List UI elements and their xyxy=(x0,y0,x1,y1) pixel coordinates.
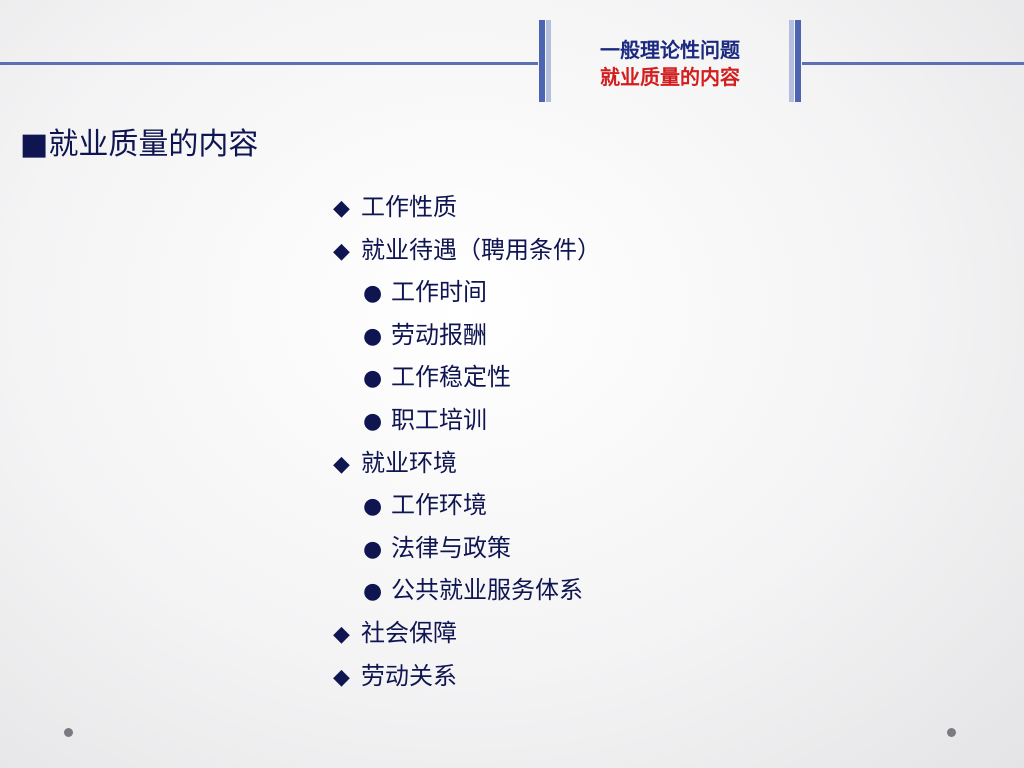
header-box: 一般理论性问题 就业质量的内容 xyxy=(556,37,784,91)
diamond-bullet-icon: ◆ xyxy=(333,196,350,221)
list-item-text: 职工培训 xyxy=(391,405,487,434)
list-item: ● 工作时间 xyxy=(333,271,601,314)
list-item-text: 工作稳定性 xyxy=(391,363,511,392)
list-item: ● 公共就业服务体系 xyxy=(333,569,601,612)
list-item-text: 工作时间 xyxy=(391,278,487,307)
list-item: ◆ 工作性质 xyxy=(333,186,601,229)
list-item-text: 法律与政策 xyxy=(391,533,511,562)
diamond-bullet-icon: ◆ xyxy=(333,451,350,477)
content-list: ◆ 工作性质 ◆ 就业待遇（聘用条件） ● 工作时间 ● 劳动报酬 ● 工作稳定性 ● 职工… xyxy=(333,186,601,697)
circle-bullet-icon: ● xyxy=(363,579,383,605)
list-item: ◆ 社会保障 xyxy=(333,612,601,655)
list-item: ● 劳动报酬 xyxy=(333,314,601,357)
header-rule-right xyxy=(802,62,1024,65)
header-bracket-left-outer xyxy=(539,20,545,102)
diamond-bullet-icon: ◆ xyxy=(333,664,350,690)
list-item: ● 职工培训 xyxy=(333,399,601,442)
header-rule-left xyxy=(0,62,538,65)
square-bullet-icon: ■ xyxy=(20,127,49,162)
circle-bullet-icon: ● xyxy=(363,281,383,307)
list-item-text: 公共就业服务体系 xyxy=(391,576,583,605)
list-item: ◆ 劳动关系 xyxy=(333,655,601,698)
list-item-text: 劳动报酬 xyxy=(391,320,487,349)
circle-bullet-icon: ● xyxy=(363,408,383,434)
header-title: 一般理论性问题 xyxy=(600,38,740,62)
circle-bullet-icon: ● xyxy=(363,536,383,562)
header-subtitle: 就业质量的内容 xyxy=(600,65,740,89)
list-item-text: 就业环境 xyxy=(361,448,457,477)
list-item-text: 工作环境 xyxy=(391,491,487,520)
circle-bullet-icon: ● xyxy=(363,494,383,520)
header-bracket-right-inner xyxy=(789,20,794,102)
list-item-text: 劳动关系 xyxy=(361,661,457,690)
list-item: ● 工作环境 xyxy=(333,484,601,527)
corner-dot-left xyxy=(64,728,73,737)
section-title-text: 就业质量的内容 xyxy=(48,127,259,162)
list-item-text: 就业待遇（聘用条件） xyxy=(361,235,601,264)
header-bracket-left-inner xyxy=(546,20,551,102)
section-title: ■就业质量的内容 xyxy=(20,125,258,165)
circle-bullet-icon: ● xyxy=(363,323,383,349)
list-item: ● 工作稳定性 xyxy=(333,356,601,399)
list-item: ◆ 就业环境 xyxy=(333,442,601,485)
list-item-text: 工作性质 xyxy=(361,193,457,221)
diamond-bullet-icon: ◆ xyxy=(333,238,350,264)
corner-dot-right xyxy=(947,728,956,737)
header-bracket-right-outer xyxy=(795,20,801,102)
list-item: ◆ 就业待遇（聘用条件） xyxy=(333,229,601,272)
list-item: ● 法律与政策 xyxy=(333,527,601,570)
diamond-bullet-icon: ◆ xyxy=(333,621,350,647)
list-item-text: 社会保障 xyxy=(361,618,457,647)
circle-bullet-icon: ● xyxy=(363,366,383,392)
